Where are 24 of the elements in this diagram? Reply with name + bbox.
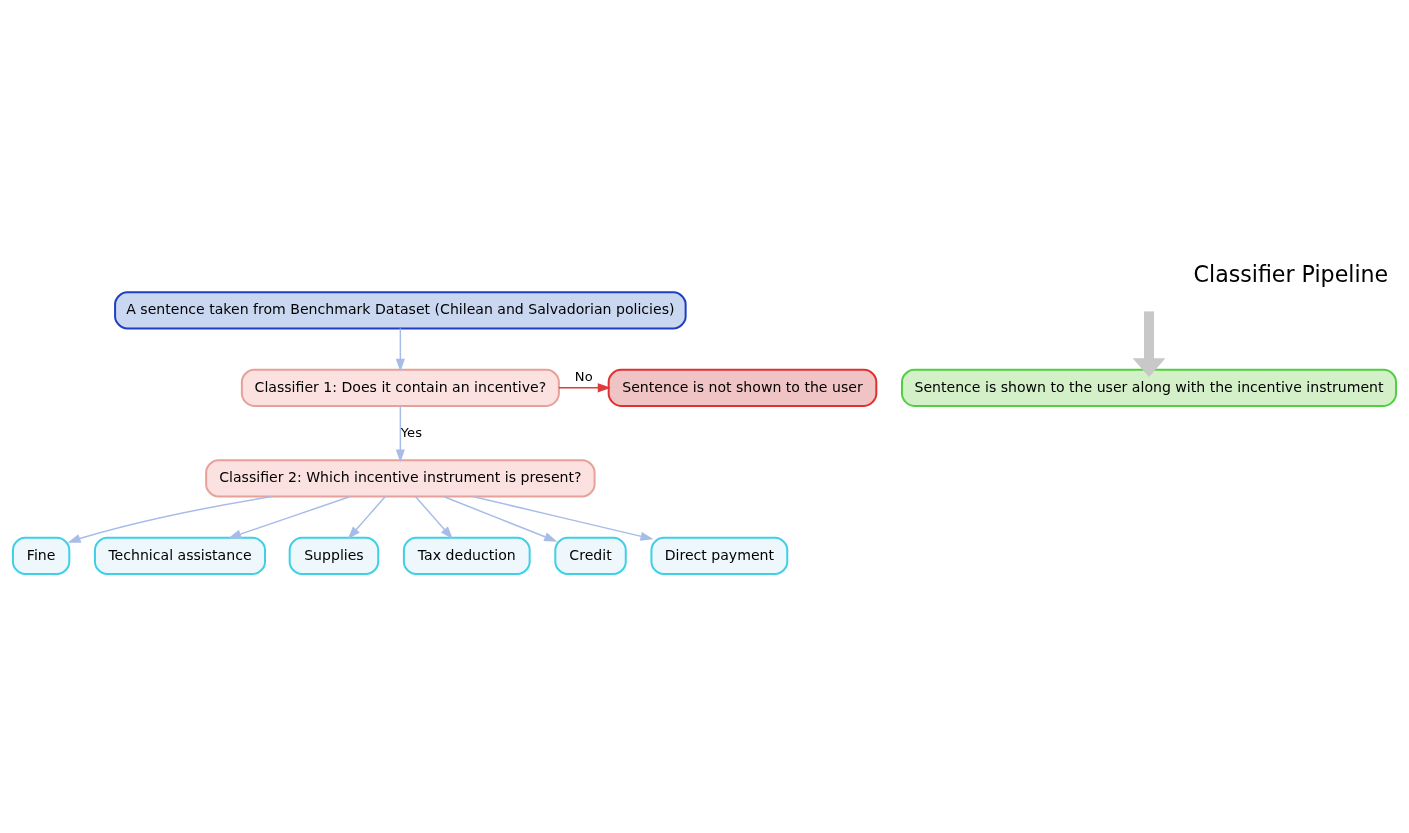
- arrow: [395, 327, 405, 372]
- edge-label: No: [574, 368, 593, 384]
- arrow: [347, 495, 387, 539]
- diagram-title: Classifier Pipeline: [1193, 260, 1389, 287]
- arrow: [1132, 310, 1166, 377]
- arrow: [67, 495, 274, 543]
- node-box: Technical assistance: [93, 536, 267, 575]
- arrow: [395, 405, 405, 462]
- edge-label: Yes: [400, 424, 422, 440]
- node-box: Sentence is not shown to the user: [607, 368, 878, 407]
- arrow: [414, 495, 454, 539]
- node-box: Credit: [554, 536, 627, 575]
- node-box: Classifier 2: Which incentive instrument is present?: [205, 458, 596, 497]
- arrow: [228, 495, 352, 538]
- node-box: Classifier 1: Does it contain an incentive?: [240, 368, 560, 407]
- node-box: Tax deduction: [402, 536, 531, 575]
- arrow: [442, 495, 558, 542]
- node-box: Supplies: [288, 536, 380, 575]
- node-box: Direct payment: [650, 536, 789, 575]
- node-box: Fine: [11, 536, 71, 575]
- node-box: Sentence is shown to the user along with the incentive instrument: [900, 368, 1398, 407]
- node-box: A sentence taken from Benchmark Dataset (Chilean and Salvadorian policies): [114, 290, 687, 329]
- arrow: [472, 495, 654, 541]
- arrow: [558, 382, 611, 392]
